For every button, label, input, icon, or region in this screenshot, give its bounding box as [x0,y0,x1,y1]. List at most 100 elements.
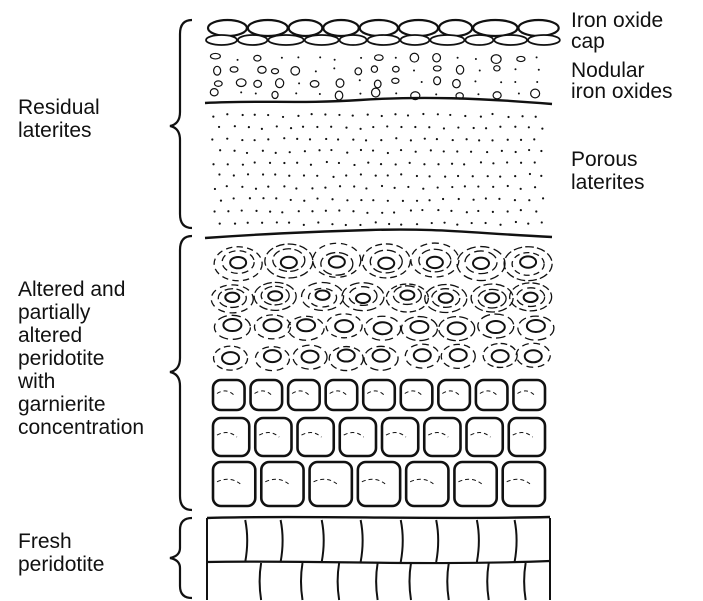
pore-dot [262,150,264,152]
pore-dot [261,222,263,224]
peridotite-block [513,380,545,410]
pore-dot [387,200,389,202]
pore-dot [477,210,479,212]
pore-dot [506,161,508,163]
pore-dot [367,162,369,164]
pore-dot [262,173,264,175]
pore-dot [288,222,290,224]
peridotite-block [467,418,503,456]
pore-dot [470,151,472,153]
pore-dot [416,223,418,225]
pore-dot [283,185,285,187]
pore-dot [275,197,277,199]
pore-dot [303,224,305,226]
peridotite-block [503,462,545,506]
pore-dot [400,126,402,128]
pore-dot [386,125,388,127]
pore-dot [346,152,348,154]
nodule-dot [334,59,336,61]
pore-dot [528,149,530,151]
pore-dot [541,221,543,223]
pore-dot [437,113,439,115]
pore-dot [324,113,326,115]
pore-dot [484,222,486,224]
pore-dot [499,126,501,128]
pore-dot [337,138,339,140]
pore-dot [227,163,229,165]
pore-dot [421,209,423,211]
cap-pebble [360,20,398,36]
pore-dot [444,176,446,178]
pore-dot [310,164,312,166]
cap-pebble [248,20,288,36]
label-porous-laterites: Porous laterites [571,148,645,194]
pore-dot [346,199,348,201]
pore-dot [352,210,354,212]
nodule-dot [435,93,437,95]
pore-dot [234,125,236,127]
pore-dot [345,224,347,226]
pore-dot [254,139,256,141]
pore-dot [480,161,482,163]
pore-dot [534,161,536,163]
pore-dot [415,151,417,153]
pore-dot [338,114,340,116]
pore-dot [410,139,412,141]
pore-dot [290,199,292,201]
pore-dot [520,209,522,211]
pore-dot [407,186,409,188]
pore-dot [332,176,334,178]
nodule-dot [536,81,538,83]
pore-dot [212,115,214,117]
pore-dot [254,161,256,163]
cap-pebble [430,35,464,45]
cap-pebble [206,35,237,45]
pore-dot [295,187,297,189]
pore-dot [451,163,453,165]
peridotite-block [509,418,545,456]
peridotite-block [424,418,460,456]
pore-dot [402,200,404,202]
pore-dot [241,186,243,188]
nodule-dot [475,58,477,60]
nodule-dot [359,93,361,95]
pore-dot [520,162,522,164]
pore-dot [431,222,433,224]
pore-dot [466,138,468,140]
peridotite-block [261,462,303,506]
pore-dot [325,210,327,212]
pore-dot [359,128,361,130]
pore-dot [443,222,445,224]
nodule-dot [315,70,317,72]
pore-dot [473,127,475,129]
pore-dot [437,186,439,188]
nodule-dot [518,93,520,95]
pore-dot [487,175,489,177]
label-fresh-peridotite: Fresh peridotite [18,530,104,576]
pore-dot [338,209,340,211]
cap-pebble [208,20,247,36]
pore-dot [424,138,426,140]
pore-dot [410,209,412,211]
cap-pebble [289,20,323,36]
pore-dot [276,221,278,223]
peridotite-block [358,462,400,506]
peridotite-block [401,380,433,410]
pore-dot [353,164,355,166]
pore-dot [331,198,333,200]
pore-dot [353,185,355,187]
pore-dot [226,113,228,115]
pore-dot [528,199,530,201]
pore-dot [318,149,320,151]
pore-dot [478,139,480,141]
cap-pebble [439,20,472,36]
nodule-dot [281,57,283,59]
pore-dot [274,173,276,175]
nodule-dot [500,81,502,83]
cap-pebble [268,35,303,45]
pore-dot [501,150,503,152]
pore-dot [242,164,244,166]
pore-dot [267,186,269,188]
pore-dot [316,126,318,128]
pore-dot [534,186,536,188]
